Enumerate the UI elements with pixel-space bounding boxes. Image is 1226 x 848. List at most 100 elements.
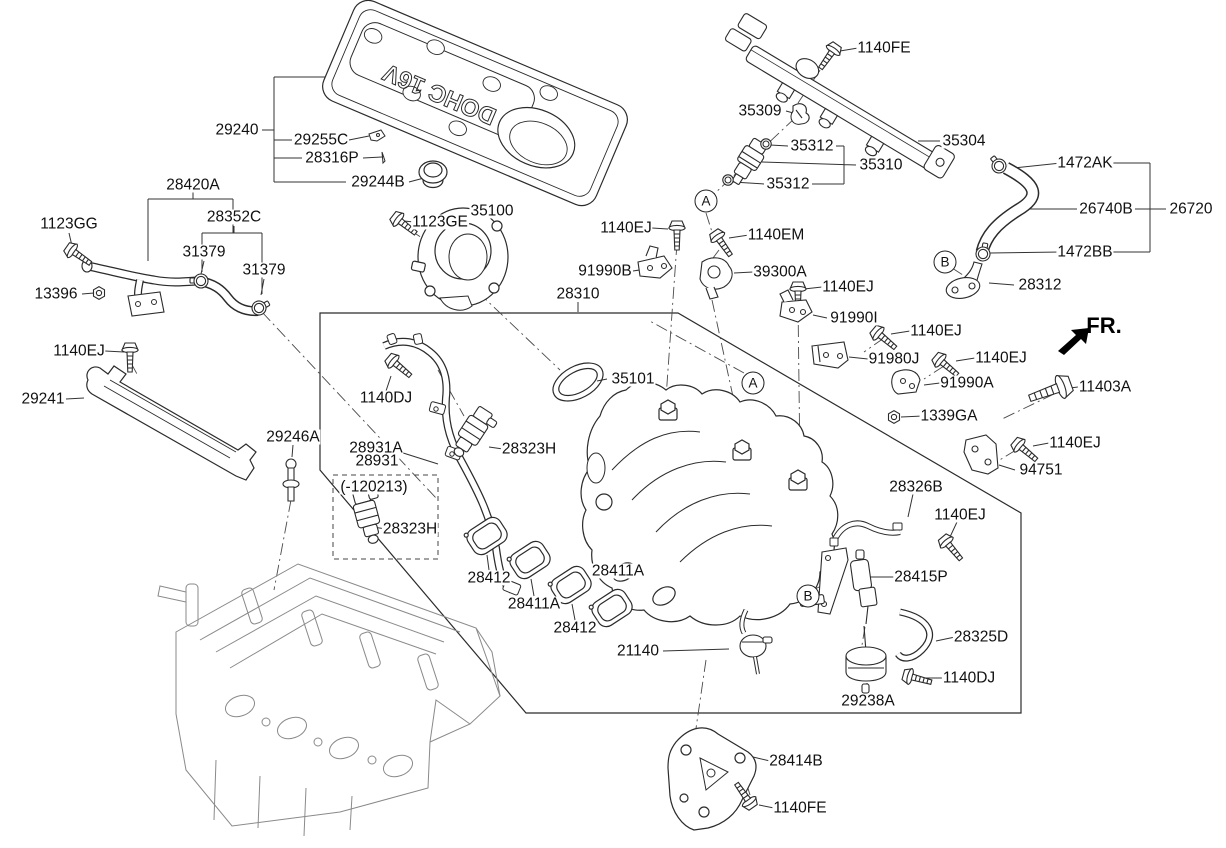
part-label-28310: 28310 bbox=[555, 285, 601, 303]
cover-rail-29241 bbox=[87, 366, 256, 480]
part-label-28323h: 28323H bbox=[381, 520, 439, 538]
actuator-29238a bbox=[846, 626, 886, 693]
bracket-91980j bbox=[812, 342, 848, 368]
part-label-1140ej: 1140EJ bbox=[974, 349, 1028, 367]
bracket-91990i bbox=[780, 290, 812, 322]
fr-direction-arrow bbox=[1058, 328, 1089, 355]
oring-35312-upper bbox=[760, 138, 772, 150]
part-label-91980j: 91980J bbox=[867, 350, 921, 368]
part-label-28420a: 28420A bbox=[165, 176, 221, 194]
sensor-39300a bbox=[700, 258, 732, 299]
bracket-28414b bbox=[668, 728, 756, 830]
part-label-35312: 35312 bbox=[789, 137, 835, 155]
part-label-26740b: 26740B bbox=[1078, 200, 1134, 218]
injector-clamp-35309 bbox=[791, 104, 809, 125]
breather-hose-26740b bbox=[982, 168, 1033, 252]
bolt-1140ej-3 bbox=[867, 322, 902, 355]
part-label-1140fe: 1140FE bbox=[772, 799, 828, 817]
gasket-28412-1 bbox=[462, 513, 512, 559]
assembly-boundary bbox=[320, 313, 1021, 713]
part-label-28931: 28931 bbox=[354, 452, 400, 470]
cylinder-head bbox=[158, 564, 500, 836]
bracket-91990b bbox=[638, 246, 672, 278]
part-label-35100: 35100 bbox=[469, 202, 515, 220]
ref-circle-a-1: A bbox=[741, 371, 765, 395]
part-label-35309: 35309 bbox=[737, 102, 783, 120]
bolt-1140em bbox=[706, 226, 738, 261]
nut-13396 bbox=[92, 286, 106, 300]
part-label-1472bb: 1472BB bbox=[1056, 243, 1114, 261]
nut-1339ga bbox=[887, 410, 901, 424]
part-label-31379: 31379 bbox=[241, 261, 287, 279]
part-label-1140em: 1140EM bbox=[746, 226, 806, 244]
engine-cover: DOHC 16V bbox=[318, 0, 633, 211]
part-label-29238a: 29238A bbox=[840, 692, 896, 710]
part-label-28411a: 28411A bbox=[506, 595, 562, 613]
part-label-29244b: 29244B bbox=[350, 173, 406, 191]
part-label-29255c: 29255C bbox=[292, 131, 350, 149]
part-label-94751: 94751 bbox=[1018, 461, 1064, 479]
cover-screw-28316p bbox=[382, 152, 385, 163]
throttle-body bbox=[411, 208, 508, 310]
hose-28352c bbox=[198, 281, 258, 311]
part-label-1123gg: 1123GG bbox=[39, 215, 99, 233]
part-label-1140fe: 1140FE bbox=[856, 39, 912, 57]
part-label-28352c: 28352C bbox=[205, 208, 263, 226]
bolt-1140ej-6 bbox=[935, 531, 968, 566]
variant-box bbox=[333, 475, 438, 559]
part-label-29240: 29240 bbox=[214, 121, 260, 139]
ref-circle-b-2: B bbox=[933, 250, 957, 274]
leader-lines bbox=[66, 48, 1166, 808]
part-label-28312: 28312 bbox=[1017, 276, 1063, 294]
cover-grommet-29244b bbox=[419, 161, 447, 188]
vapor-pipe-28420a bbox=[82, 260, 196, 316]
part-label-29241: 29241 bbox=[20, 390, 66, 408]
part-label-1140dj: 1140DJ bbox=[941, 669, 997, 687]
part-label-13396: 13396 bbox=[33, 285, 79, 303]
part-label-1140ej: 1140EJ bbox=[1048, 434, 1102, 452]
bracket-94751 bbox=[964, 435, 998, 474]
gasket-35101 bbox=[547, 355, 610, 409]
part-label-1140dj: 1140DJ bbox=[358, 389, 414, 407]
fuel-rail bbox=[712, 11, 963, 194]
part-label-35304: 35304 bbox=[941, 132, 987, 150]
part-label-28415p: 28415P bbox=[893, 568, 949, 586]
part-label-1140ej: 1140EJ bbox=[821, 278, 875, 296]
part-label-39300a: 39300A bbox=[752, 263, 808, 281]
vacuum-pipe-28326b bbox=[830, 523, 902, 546]
part-label-1123ge: 1123GE bbox=[411, 213, 469, 231]
part-label-35101: 35101 bbox=[610, 370, 656, 388]
bolt-1140ej-left bbox=[121, 342, 139, 373]
manifold-bolt-bosses bbox=[659, 400, 807, 490]
ref-circle-a-0: A bbox=[694, 189, 718, 213]
part-label-1140ej: 1140EJ bbox=[933, 506, 987, 524]
part-label-28323h: 28323H bbox=[500, 440, 558, 458]
part-label-28316p: 28316P bbox=[304, 149, 360, 167]
bolt-1140dj-left bbox=[382, 350, 417, 383]
part-label-91990b: 91990B bbox=[577, 262, 633, 280]
bolt-1140ej-1 bbox=[668, 220, 686, 251]
cover-clip-29255c bbox=[369, 130, 385, 141]
part-label-31379: 31379 bbox=[181, 243, 227, 261]
part-label-35312: 35312 bbox=[765, 175, 811, 193]
part-label-28326b: 28326B bbox=[888, 478, 944, 496]
gasket-28411a-1 bbox=[505, 537, 555, 583]
part-label-1472ak: 1472AK bbox=[1056, 154, 1114, 172]
part-label-28411a: 28411A bbox=[590, 562, 646, 580]
part-label-26720: 26720 bbox=[1168, 200, 1214, 218]
clamp-31379-a bbox=[189, 273, 209, 289]
part-label-21140: 21140 bbox=[616, 642, 660, 660]
bracket-91990a bbox=[892, 370, 920, 394]
part-label-29246a: 29246A bbox=[265, 428, 321, 446]
part-label-28412: 28412 bbox=[466, 569, 512, 587]
connector-28312 bbox=[944, 262, 982, 301]
part-label-91990i: 91990I bbox=[829, 309, 879, 327]
part-label-91990a: 91990A bbox=[939, 374, 995, 392]
fr-direction-label: FR. bbox=[1086, 313, 1122, 338]
part-label-28325d: 28325D bbox=[952, 628, 1010, 646]
part-label-1140ej: 1140EJ bbox=[909, 322, 963, 340]
part-label-28414b: 28414B bbox=[768, 752, 824, 770]
fuel-injector-35310 bbox=[726, 136, 770, 188]
ref-circle-b-3: B bbox=[796, 584, 820, 608]
